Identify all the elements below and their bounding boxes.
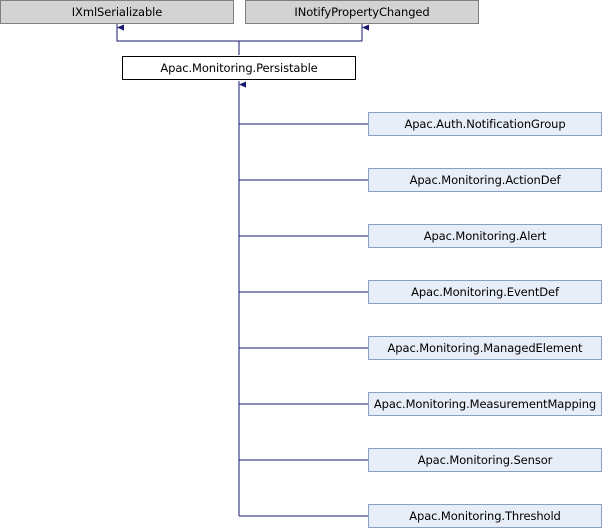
- class-notificationgroup[interactable]: Apac.Auth.NotificationGroup: [368, 112, 602, 136]
- class-notificationgroup-label: Apac.Auth.NotificationGroup: [404, 117, 566, 131]
- class-actiondef[interactable]: Apac.Monitoring.ActionDef: [368, 168, 602, 192]
- class-threshold-label: Apac.Monitoring.Threshold: [409, 509, 561, 523]
- class-measurementmapping[interactable]: Apac.Monitoring.MeasurementMapping: [368, 392, 602, 416]
- class-persistable[interactable]: Apac.Monitoring.Persistable: [122, 56, 356, 80]
- class-alert-label: Apac.Monitoring.Alert: [423, 229, 547, 243]
- class-managedelement[interactable]: Apac.Monitoring.ManagedElement: [368, 336, 602, 360]
- class-alert[interactable]: Apac.Monitoring.Alert: [368, 224, 602, 248]
- interface-ixmlserializable-label: IXmlSerializable: [71, 5, 163, 19]
- class-eventdef-label: Apac.Monitoring.EventDef: [411, 285, 559, 299]
- class-sensor[interactable]: Apac.Monitoring.Sensor: [368, 448, 602, 472]
- class-actiondef-label: Apac.Monitoring.ActionDef: [409, 173, 561, 187]
- class-sensor-label: Apac.Monitoring.Sensor: [417, 453, 553, 467]
- class-threshold[interactable]: Apac.Monitoring.Threshold: [368, 504, 602, 528]
- interface-ixmlserializable[interactable]: IXmlSerializable: [0, 0, 234, 24]
- edge-persistable-to-ixmlserializable: [116, 24, 240, 55]
- class-persistable-label: Apac.Monitoring.Persistable: [160, 61, 318, 75]
- interface-inotifypropertychanged-label: INotifyPropertyChanged: [294, 5, 430, 19]
- interface-inotifypropertychanged[interactable]: INotifyPropertyChanged: [245, 0, 479, 24]
- class-eventdef[interactable]: Apac.Monitoring.EventDef: [368, 280, 602, 304]
- class-managedelement-label: Apac.Monitoring.ManagedElement: [387, 341, 583, 355]
- class-measurementmapping-label: Apac.Monitoring.MeasurementMapping: [373, 397, 597, 411]
- edge-persistable-to-inotifypropertychanged: [239, 24, 370, 42]
